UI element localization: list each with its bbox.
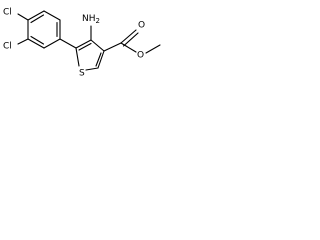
- bond-to-chlorine-top: [17, 13, 29, 21]
- amine-label: NH2: [82, 14, 100, 26]
- chlorine-left-label: Cl: [3, 42, 12, 52]
- bond-to-carbonyl-carbon: [103, 42, 122, 52]
- carbonyl-double-bond-inner: [122, 32, 139, 47]
- carbonyl-double-bond: [120, 29, 137, 44]
- carbonyl-oxygen-label: O: [138, 21, 145, 31]
- bond: [75, 47, 80, 67]
- bond: [43, 38, 61, 49]
- bond: [75, 39, 92, 49]
- thiophene-ring: [75, 39, 105, 71]
- bond: [97, 50, 105, 69]
- ester-oxygen-label: O: [137, 51, 144, 61]
- bond: [43, 10, 61, 21]
- ester-single-bond: [120, 42, 137, 53]
- bond-to-chlorine-left: [17, 38, 29, 45]
- chlorine-top-label: Cl: [3, 8, 12, 18]
- methyl-bond: [145, 44, 161, 54]
- double-bond-inner: [30, 35, 45, 45]
- bond: [85, 67, 99, 71]
- double-bond-inner: [78, 42, 92, 51]
- bond: [27, 38, 45, 49]
- bond: [90, 39, 105, 52]
- sulfur-label: S: [79, 69, 85, 79]
- double-bond-inner: [95, 52, 102, 67]
- bond: [27, 10, 45, 21]
- chemical-structure-diagram: Cl Cl S NH2 O O: [3, 8, 161, 79]
- benzene-ring: [27, 10, 61, 49]
- double-bond-inner: [30, 14, 45, 24]
- biaryl-bond: [59, 38, 77, 49]
